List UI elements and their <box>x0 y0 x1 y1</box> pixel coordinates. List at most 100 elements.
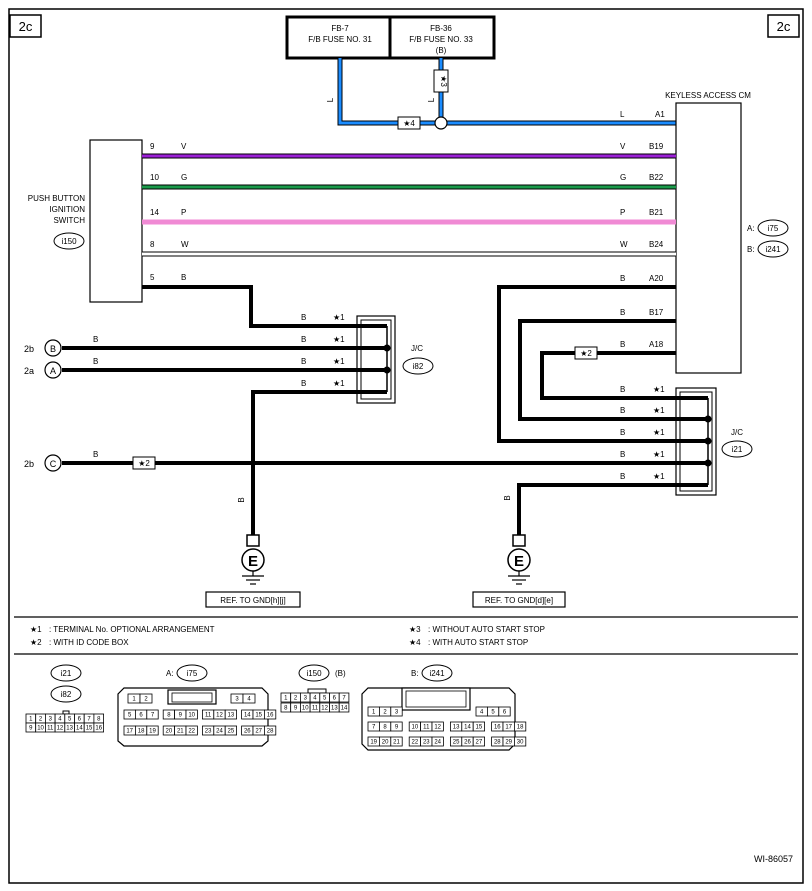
fuse-wire-mark-v: ★3 <box>439 75 448 87</box>
i75-pin-28-cell <box>263 725 277 736</box>
jc-pin-14: 14 <box>76 726 83 732</box>
ref-3-mark: ★2 <box>138 459 150 468</box>
jc-conn-id-1: i21 <box>61 669 72 678</box>
i241-pin-29: 29 <box>505 740 512 746</box>
keyless-access-cm: KEYLESS ACCESS CM A: i75 B: i241 <box>665 91 789 374</box>
jc-left-row1-color: B <box>301 313 306 322</box>
i150-pin-12: 12 <box>321 706 328 712</box>
i75-pin-18: 18 <box>138 729 145 735</box>
i241-pin-18: 18 <box>517 725 524 731</box>
cm-b17-pin: B17 <box>649 308 664 317</box>
i241-pin-26: 26 <box>464 740 471 746</box>
sw-color-p: P <box>181 208 186 217</box>
cm-color-p: P <box>620 208 625 217</box>
left-ground-wires: J/C i82 B ★1 B ★1 B ★1 B ★1 2b B B 2a A … <box>24 285 434 535</box>
jc-right-row3-color: B <box>620 428 625 437</box>
cm-pin-b21: B21 <box>649 208 664 217</box>
ref-3-page: 2b <box>24 459 34 469</box>
notes: ★1 : TERMINAL No. OPTIONAL ARRANGEMENT ★… <box>14 616 798 655</box>
ground-1-symbol: E <box>248 553 258 570</box>
i75-pin-15: 15 <box>255 713 262 719</box>
jc-right-id: i21 <box>732 445 743 454</box>
ground-2-ref: REF. TO GND[d][e] <box>485 596 553 605</box>
jc-pin-13: 13 <box>66 726 73 732</box>
i75-pin-2: 2 <box>144 697 148 703</box>
i241-pin-30-cell <box>514 736 527 747</box>
i241-pin-15: 15 <box>476 725 483 731</box>
ref-3-letter: C <box>50 459 57 469</box>
i150-pin-7: 7 <box>342 696 346 702</box>
i75-pin-28: 28 <box>267 729 274 735</box>
jc-left-id: i82 <box>413 362 424 371</box>
i241-pin-22: 22 <box>412 740 419 746</box>
cm-pin-b19: B19 <box>649 142 664 151</box>
fuse-wire-cm-pin: A1 <box>655 110 665 119</box>
i241-pin-21-cell <box>390 736 403 747</box>
diagram-frame <box>8 8 804 884</box>
i241-pin-1: 1 <box>372 710 376 716</box>
sw-color-v: V <box>181 142 187 151</box>
cm-title: KEYLESS ACCESS CM <box>665 91 751 100</box>
i75-pin-21: 21 <box>177 729 184 735</box>
i75-pin-6: 6 <box>139 713 143 719</box>
page-tag-left: 2c <box>9 14 42 38</box>
i241-pin-3-cell <box>390 706 403 717</box>
right-ground-wires: ★2 ★2 J/C i21 B A20 B B17 B A18 B ★1 B ★… <box>24 274 753 535</box>
switch-conn: i150 <box>61 237 77 246</box>
sw-color-w: W <box>181 240 189 249</box>
i150-pin-5: 5 <box>323 696 327 702</box>
fuse-wire-mark-h: ★4 <box>403 119 415 128</box>
jc-right-row2-color: B <box>620 406 625 415</box>
fuse-2-sub: (B) <box>436 46 447 55</box>
i241-pin-19: 19 <box>370 740 377 746</box>
jc-pin-8: 8 <box>97 717 101 723</box>
i75-pin-16-cell <box>263 709 277 720</box>
i75-prefix: A: <box>166 669 174 678</box>
i75-pin-7: 7 <box>151 713 155 719</box>
jc-right-row2-mark: ★1 <box>653 406 665 415</box>
i75-id: i75 <box>187 669 198 678</box>
sw-pin-5: 5 <box>150 273 155 282</box>
jc-pin-16-cell <box>93 722 105 733</box>
i75-pin-16: 16 <box>267 713 274 719</box>
ref-3-color: B <box>93 450 98 459</box>
i75-pin-19-cell <box>146 725 159 736</box>
i241-pin-15-cell <box>472 721 486 732</box>
fuse-wire-cm-color: L <box>620 110 625 119</box>
i150-pin-6: 6 <box>333 696 337 702</box>
i75-pin-11: 11 <box>205 713 212 719</box>
jc-right-row4-color: B <box>620 450 625 459</box>
jc-left-row3-color: B <box>301 357 306 366</box>
i241-pin-9-cell <box>390 721 403 732</box>
jc-conn-id-2: i82 <box>61 690 72 699</box>
fuse-2-id: FB-36 <box>430 24 452 33</box>
i75-pin-4: 4 <box>247 697 251 703</box>
i75-pin-4-cell <box>242 693 256 704</box>
i241-pin-25: 25 <box>453 740 460 746</box>
i75-pin-9: 9 <box>179 713 183 719</box>
i241-pin-8: 8 <box>383 725 387 731</box>
i241-pin-14: 14 <box>464 725 471 731</box>
i150-pin-9: 9 <box>294 706 298 712</box>
jc-left-row3-mark: ★1 <box>333 357 345 366</box>
jc-right-row4-mark: ★1 <box>653 450 665 459</box>
i75-pin-5: 5 <box>128 713 132 719</box>
i150-pin-1: 1 <box>284 696 288 702</box>
i150-suffix: (B) <box>335 669 346 678</box>
switch-title-3: SWITCH <box>53 216 85 225</box>
i241-pin-7: 7 <box>372 725 376 731</box>
note-1-mark: ★1 <box>30 625 42 634</box>
cm-a18-color: B <box>620 340 625 349</box>
sw-pin-14: 14 <box>150 208 159 217</box>
page-tag-left-text: 2c <box>19 19 33 34</box>
switch-title-2: IGNITION <box>49 205 85 214</box>
jc-pin-16: 16 <box>95 726 102 732</box>
i75-pin-3: 3 <box>235 697 239 703</box>
i150-pin-4: 4 <box>313 696 317 702</box>
fuse-wires: ★3 ★4 L L L A1 <box>326 58 676 130</box>
